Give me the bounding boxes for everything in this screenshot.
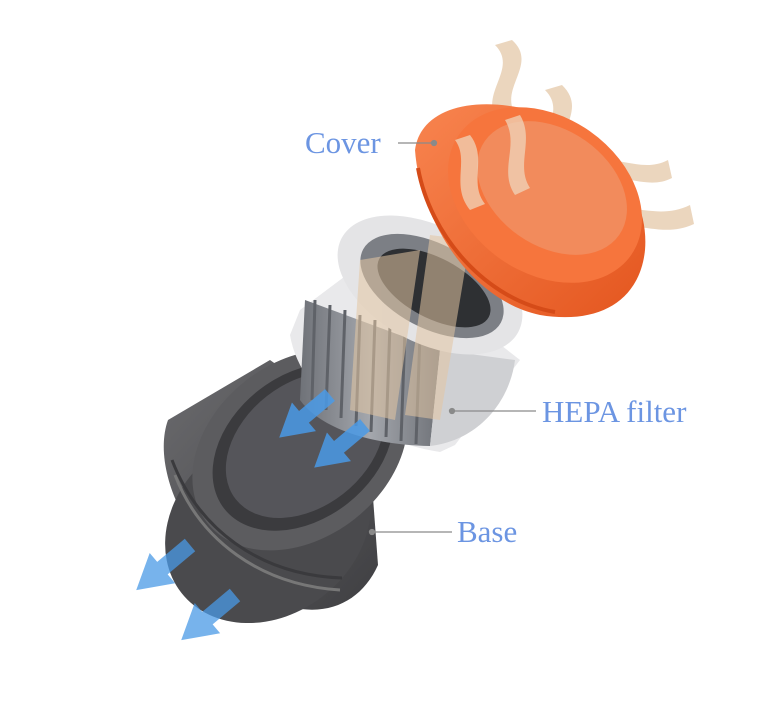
intake-air-through-filter bbox=[350, 235, 470, 420]
leader-lines bbox=[368, 139, 536, 536]
wavy-air-stream-icon bbox=[492, 40, 522, 125]
intake-air-front bbox=[455, 115, 530, 210]
hepa-filter-label: HEPA filter bbox=[542, 394, 687, 429]
base-label: Base bbox=[457, 514, 518, 549]
cover-label: Cover bbox=[305, 125, 381, 160]
